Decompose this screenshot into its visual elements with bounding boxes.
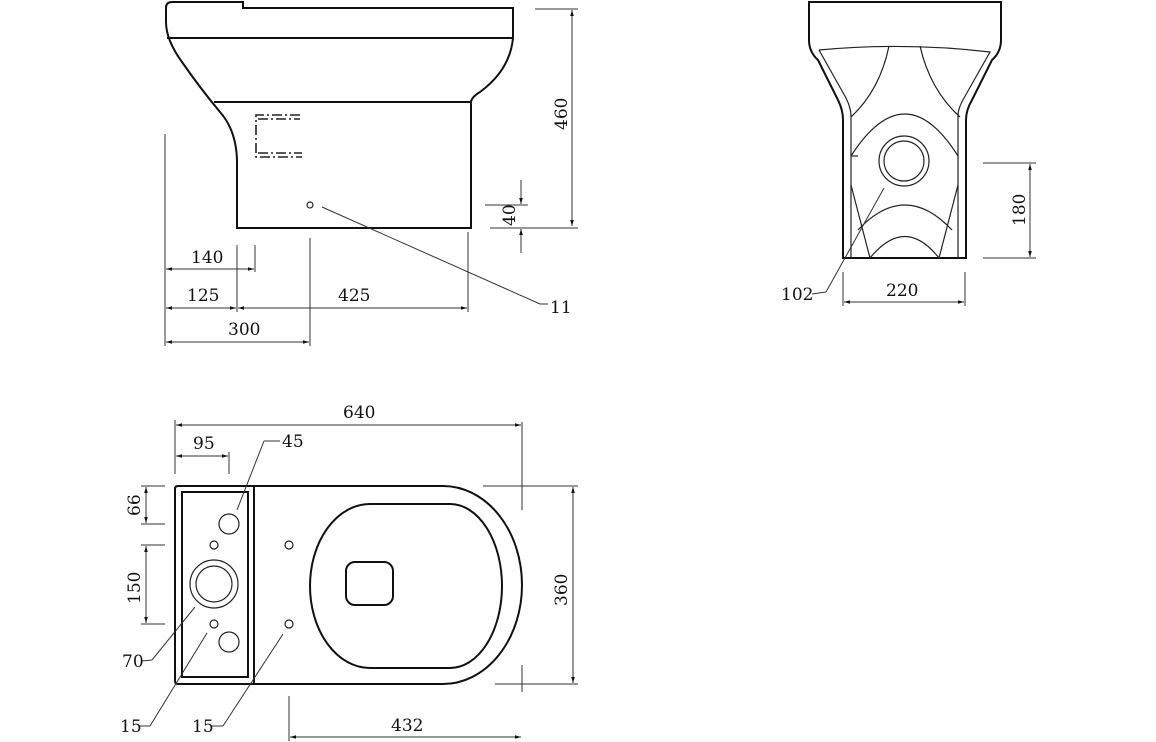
side-view: 11 460 40 140 125 425 300 bbox=[164, 1, 578, 346]
callout-hole: 11 bbox=[550, 298, 572, 318]
rear-view: 102 180 220 bbox=[781, 1, 1036, 306]
fixing-hole bbox=[306, 201, 314, 209]
dim-432: 432 bbox=[391, 716, 423, 736]
dim-cistern-offset: 95 bbox=[193, 434, 215, 454]
callout-button-hole: 45 bbox=[282, 432, 304, 452]
callout-cistern-bolt: 15 bbox=[120, 717, 142, 737]
callout-outlet: 102 bbox=[781, 285, 813, 305]
inlet-dashed-marker bbox=[255, 114, 302, 158]
dim-width: 220 bbox=[886, 281, 918, 301]
dim-inlet-height: 40 bbox=[500, 204, 520, 226]
outlet-hole bbox=[345, 561, 394, 606]
rear-view-outline bbox=[808, 1, 1002, 259]
dim-425: 425 bbox=[338, 286, 370, 306]
flush-valve bbox=[189, 559, 239, 609]
dim-length: 640 bbox=[343, 403, 375, 423]
leader-line bbox=[825, 187, 885, 293]
dim-66: 66 bbox=[125, 494, 145, 516]
bowl-rim bbox=[308, 503, 504, 669]
button-hole bbox=[218, 513, 240, 535]
dim-140: 140 bbox=[191, 248, 223, 268]
leader-line bbox=[321, 206, 541, 305]
dim-125: 125 bbox=[187, 286, 219, 306]
dim-outlet-height: 180 bbox=[1010, 194, 1030, 226]
callout-flush-valve: 70 bbox=[122, 652, 144, 672]
cistern bbox=[181, 491, 249, 678]
dim-150: 150 bbox=[125, 572, 145, 604]
side-view-outline bbox=[165, 1, 514, 229]
top-view-outline bbox=[174, 485, 524, 685]
callout-seat-bolt: 15 bbox=[192, 717, 214, 737]
dim-height: 460 bbox=[552, 98, 572, 130]
top-view: 45 70 15 15 640 95 66 150 360 bbox=[120, 403, 578, 741]
dim-width: 360 bbox=[552, 574, 572, 606]
dim-300: 300 bbox=[228, 320, 260, 340]
